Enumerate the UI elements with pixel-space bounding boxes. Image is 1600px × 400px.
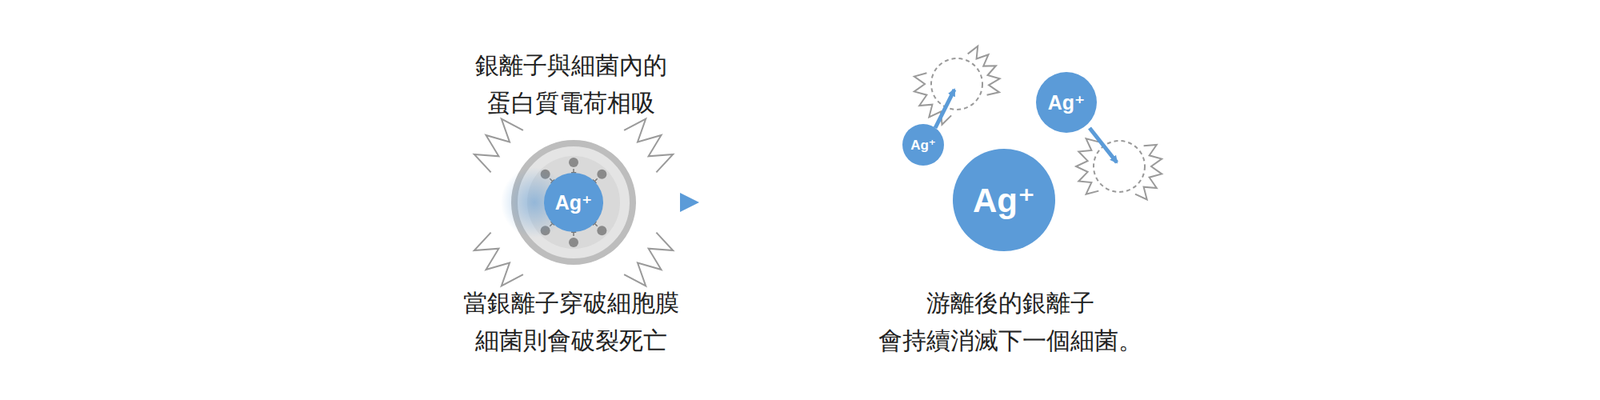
travel-arrow	[1089, 128, 1117, 163]
protein-dot	[568, 237, 579, 248]
burst-marks	[474, 46, 1162, 287]
burst-mark	[968, 46, 1000, 96]
ion-symbol: Ag⁺	[1048, 91, 1086, 115]
ion-symbol: Ag⁺	[555, 191, 593, 215]
protein-dot	[596, 225, 607, 236]
silver-ion: Ag⁺	[1036, 72, 1097, 133]
protein-dots	[540, 157, 608, 248]
burst-mark	[1135, 144, 1162, 200]
caption-text: 當銀離子穿破細胞膜 細菌則會破裂死亡	[433, 284, 710, 360]
dead-bacterium	[1093, 140, 1145, 192]
caption-text: 游離後的銀離子 會持續消滅下一個細菌。	[872, 284, 1149, 360]
burst-mark	[474, 232, 524, 287]
dead-bacterium	[931, 58, 983, 110]
burst-mark	[474, 119, 524, 173]
protein-dot	[596, 169, 607, 180]
burst-mark	[624, 119, 673, 173]
protein-dot	[568, 157, 579, 168]
burst-mark	[624, 232, 673, 287]
silver-ion: Ag⁺	[544, 172, 604, 232]
caption-text: 銀離子與細菌內的 蛋白質電荷相吸	[433, 46, 710, 122]
ion-symbol: Ag⁺	[972, 180, 1036, 220]
travel-arrow	[935, 89, 955, 128]
silver-ion: Ag⁺	[902, 124, 944, 166]
ion-symbol: Ag⁺	[910, 136, 936, 154]
silver-ion: Ag⁺	[952, 148, 1056, 252]
burst-mark	[914, 72, 952, 124]
burst-mark	[1076, 138, 1099, 194]
